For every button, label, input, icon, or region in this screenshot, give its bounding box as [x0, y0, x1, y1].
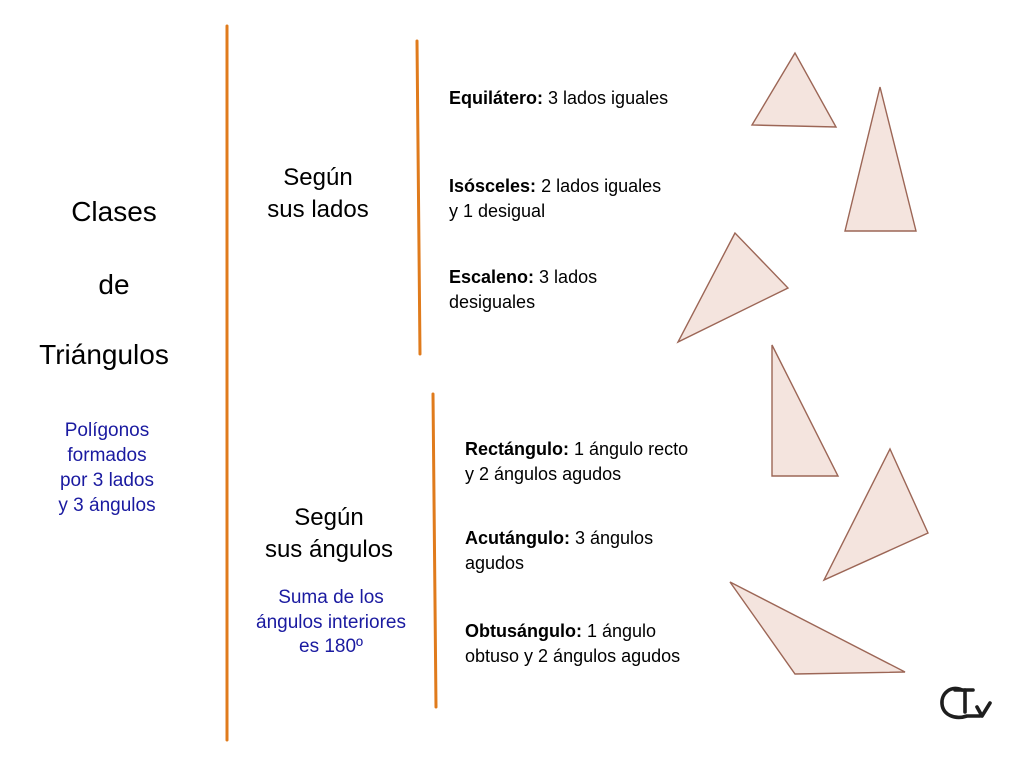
- heading-line: Según: [294, 504, 364, 531]
- heading-line: Según: [283, 164, 353, 191]
- type-term: Escaleno:: [449, 267, 535, 287]
- type-description: 3 lados: [539, 267, 598, 287]
- title-line-2: de: [98, 269, 130, 300]
- definition-text: Polígonos formados por 3 lados y 3 ángul…: [0, 418, 214, 518]
- type-description: 1 ángulo recto: [574, 439, 689, 459]
- equilateral-triangle: [750, 51, 838, 128]
- definition-line: por 3 lados: [59, 470, 154, 491]
- right-item: Rectángulo:1 ángulo recto y 2 ángulos ag…: [465, 437, 688, 487]
- angles-bracket-line: [431, 392, 438, 709]
- type-description: agudos: [465, 553, 525, 573]
- definition-line: Polígonos: [64, 420, 150, 441]
- acute-triangle: [822, 447, 929, 582]
- definition-line: formados: [67, 445, 147, 466]
- type-term: Obtusángulo:: [465, 621, 582, 641]
- acute-item: Acutángulo:3 ángulos agudos: [465, 526, 653, 576]
- heading-line: sus lados: [267, 196, 369, 223]
- type-description: 1 ángulo: [586, 621, 657, 641]
- by-sides-heading: Según sus lados: [218, 162, 418, 226]
- type-description: obtuso y 2 ángulos agudos: [465, 646, 681, 666]
- title-line-3: Triángulos: [39, 339, 169, 370]
- type-description: y 1 desigual: [449, 201, 546, 221]
- type-term: Acutángulo:: [465, 528, 570, 548]
- by-angles-heading: Según sus ángulos: [229, 502, 429, 566]
- heading-line: sus ángulos: [264, 536, 394, 563]
- obtuse-item: Obtusángulo:1 ángulo obtuso y 2 ángulos …: [465, 619, 680, 669]
- note-line: es 180º: [299, 636, 363, 657]
- scalene-item: Escaleno:3 lados desiguales: [449, 265, 597, 315]
- isosceles-triangle: [844, 86, 917, 232]
- title-line-1: Clases: [71, 196, 157, 227]
- type-term: Isósceles:: [449, 176, 537, 196]
- logo-icon: [940, 686, 992, 720]
- type-description: desiguales: [449, 292, 536, 312]
- type-term: Rectángulo:: [465, 439, 570, 459]
- obtuse-triangle: [729, 581, 906, 675]
- scalene-triangle: [676, 231, 790, 344]
- type-description: 3 ángulos: [575, 528, 654, 548]
- type-description: 3 lados iguales: [548, 88, 669, 108]
- type-description: y 2 ángulos agudos: [465, 464, 622, 484]
- sides-bracket-line: [415, 39, 422, 356]
- equilateral-item: Equilátero:3 lados iguales: [449, 86, 668, 111]
- isosceles-item: Isósceles:2 lados iguales y 1 desigual: [449, 174, 661, 224]
- note-line: Suma de los: [278, 587, 384, 608]
- type-description: 2 lados iguales: [541, 176, 662, 196]
- right-triangle: [771, 344, 840, 477]
- note-line: ángulos interiores: [256, 611, 406, 633]
- angle-sum-note: Suma de los ángulos interiores es 180º: [231, 586, 431, 660]
- type-term: Equilátero:: [449, 88, 544, 108]
- definition-line: y 3 ángulos: [58, 495, 156, 516]
